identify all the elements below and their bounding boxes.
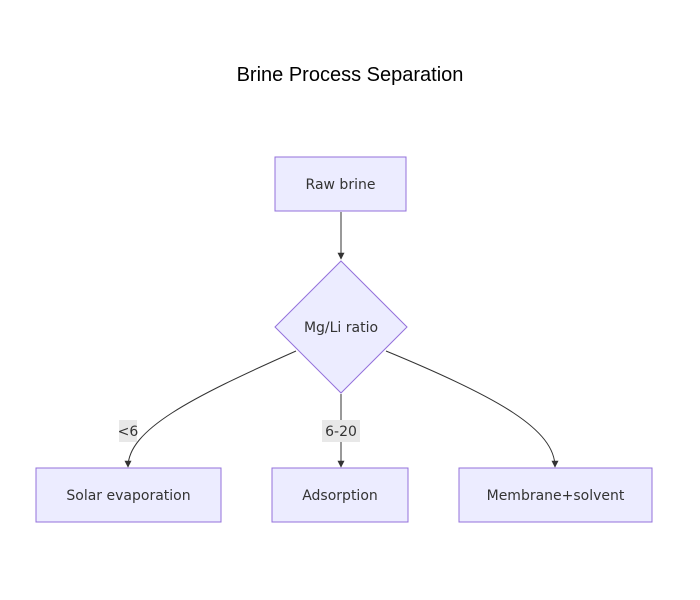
- edge-ratio-to-membrane: [385, 350, 559, 468]
- node-membrane-solvent: Membrane+solvent: [458, 467, 653, 523]
- edge-label-adsorption-text: 6-20: [325, 424, 357, 440]
- node-adsorption: Adsorption: [271, 467, 409, 523]
- node-solar-label: Solar evaporation: [66, 488, 190, 504]
- node-solar-evaporation: Solar evaporation: [35, 467, 222, 523]
- node-membrane-label: Membrane+solvent: [487, 488, 625, 504]
- node-ratio-label: Mg/Li ratio: [304, 320, 378, 336]
- edge-label-adsorption: 6-20: [322, 420, 360, 442]
- edge-label-solar-text: <6: [118, 424, 139, 440]
- node-adsorption-label: Adsorption: [302, 488, 378, 504]
- node-raw-brine-label: Raw brine: [306, 177, 376, 193]
- node-ratio-decision: Mg/Li ratio: [274, 260, 408, 394]
- diagram-title: Brine Process Separation: [237, 64, 464, 86]
- edge-ratio-to-solar: [124, 350, 297, 468]
- node-raw-brine: Raw brine: [274, 156, 407, 212]
- edge-label-solar: <6: [118, 420, 139, 442]
